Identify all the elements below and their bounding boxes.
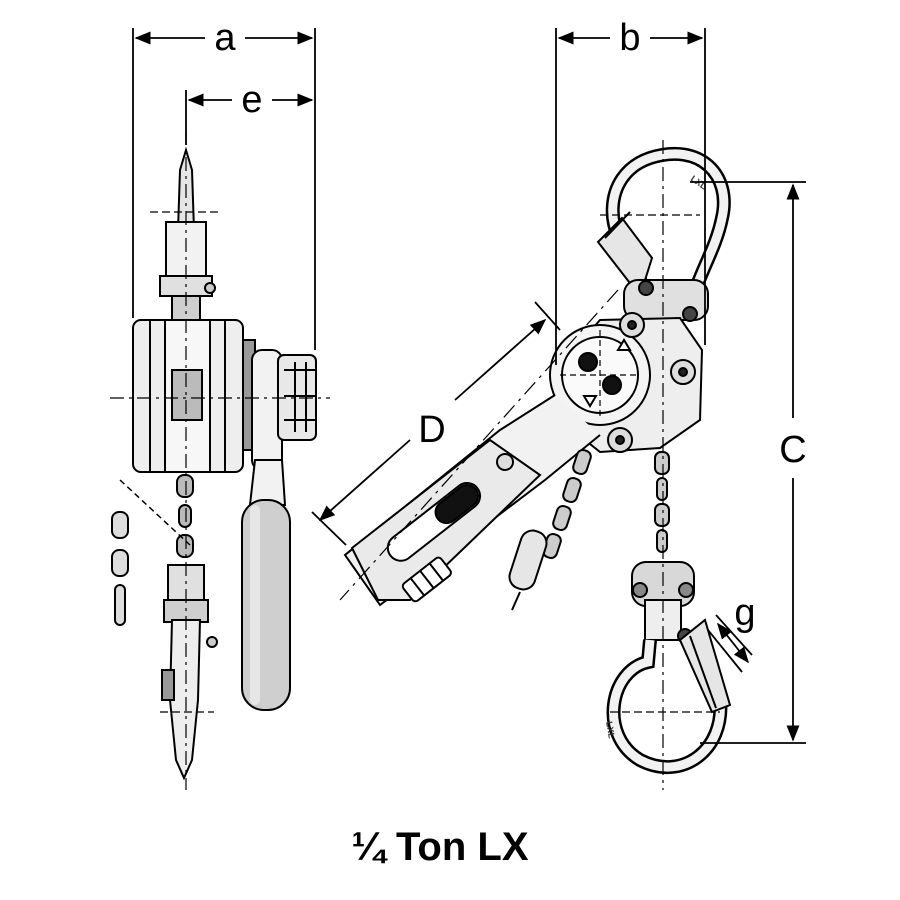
front-dimensions (311, 28, 806, 744)
front-bottom-latch (678, 618, 732, 714)
front-view (339, 140, 732, 790)
side-bottom-hook (168, 619, 202, 781)
side-handle-grip (241, 499, 291, 711)
figure-caption: ¼ Ton LX (351, 825, 528, 869)
front-left-chain (508, 448, 592, 611)
side-chain (176, 474, 194, 558)
dim-label-e: e (241, 79, 262, 121)
dim-label-a: a (214, 17, 236, 59)
dim-label-g: g (734, 592, 755, 634)
front-grip (386, 482, 482, 603)
front-top-latch (596, 216, 654, 299)
dim-label-b: b (619, 17, 640, 59)
dim-label-C: C (779, 429, 806, 471)
bottom-hook-stamp: LXL (604, 721, 617, 740)
side-slack-chain (111, 511, 129, 626)
front-right-chain (654, 451, 670, 553)
dim-label-D: D (418, 409, 445, 451)
side-dimensions (132, 28, 316, 350)
side-view (110, 130, 330, 790)
